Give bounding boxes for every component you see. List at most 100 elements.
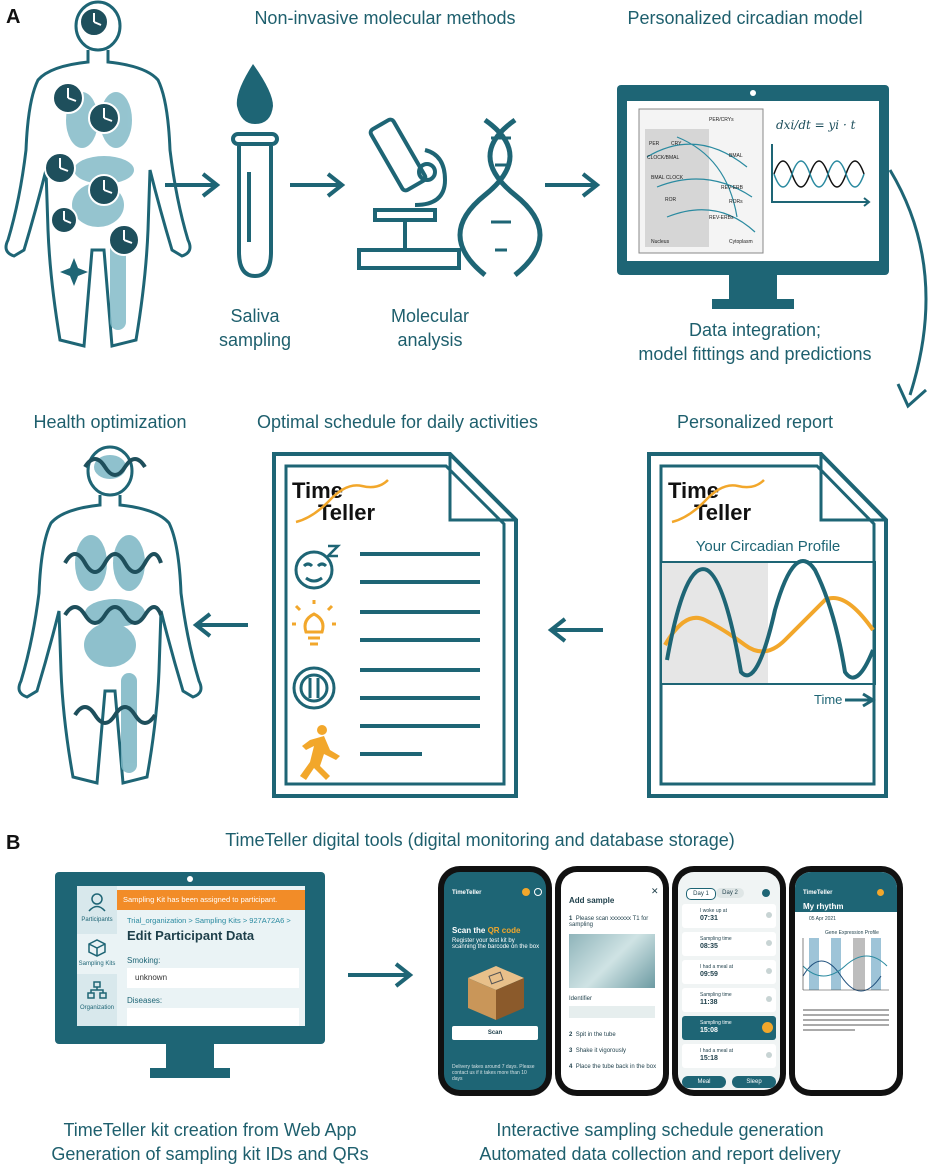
arrow-right-icon [545,172,601,198]
node-cry: CRY [671,141,682,147]
time-axis-label: Time [814,692,843,707]
molecular-label: Molecular analysis [390,306,470,350]
phones-caption: Interactive sampling schedule generation… [479,1120,841,1164]
profile-title: Your Circadian Profile [695,538,841,555]
schedule-row-time: 15:18 [700,1055,718,1062]
node-percrys: PER/CRYs [709,117,734,123]
node-cytoplasm: Cytoplasm [729,239,753,245]
help-icon[interactable] [762,889,770,897]
diseases-label: Diseases: [127,996,163,1005]
schedule-row-label: Sampling time [700,992,732,998]
arrow-right-icon [165,172,221,198]
curved-arrow-icon [888,169,928,409]
model-equation: dxi/dt = yi · t [776,118,856,132]
circadian-network-diagram: PER CRY PER/CRYs CLOCK/BMAL BMAL CLOCK R… [638,108,764,254]
phone2-title: Add sample [569,896,615,905]
webapp-monitor: Participants Sampling Kits Organization … [55,872,325,1044]
smoking-input[interactable]: unknown [127,968,299,988]
health-title: Health optimization [33,412,187,432]
phone-add-sample: Add sample ✕ 1 Please scan xxxxxxx T1 fo… [555,866,669,1096]
webapp-banner: Sampling Kit has been assigned to partic… [117,890,305,910]
chart-title: Gene Expression Profile [825,930,879,936]
sleep-button[interactable]: Sleep [732,1076,776,1088]
edit-icon[interactable] [766,1052,772,1058]
node-reverb: REV-ERB [721,185,744,191]
profile-icon[interactable] [534,888,542,896]
node-nucleus: Nucleus [651,239,670,245]
schedule-row-time: 11:38 [700,999,718,1006]
identifier-input[interactable] [569,1006,655,1018]
node-ror: ROR [665,197,677,203]
schedule-logo-time: Time [292,478,343,503]
schedule-row-time: 07:31 [700,915,718,922]
webapp-caption: TimeTeller kit creation from Web App Gen… [51,1120,369,1164]
schedule-row-label: I had a meal at [700,964,734,970]
report-document [647,452,888,798]
meal-button[interactable]: Meal [682,1076,726,1088]
arrow-right-icon [290,172,346,198]
nav-organization[interactable]: Organization [77,978,117,1018]
close-icon[interactable]: ✕ [651,886,659,896]
webapp-heading: Edit Participant Data [127,928,255,943]
webapp-screen: Participants Sampling Kits Organization … [77,886,305,1026]
edit-icon[interactable] [766,912,772,918]
phone2-step4: 4 Place the tube back in the box [569,1064,657,1070]
schedule-row-label: I woke up at [700,908,727,914]
tab-day2[interactable]: Day 2 [716,888,744,898]
phone2-step3: 3 Shake it vigorously [569,1048,627,1054]
sine-waves-plot [771,144,871,207]
schedule-title: Optimal schedule for daily activities [256,412,539,432]
report-title: Personalized report [676,412,834,432]
node-clockbmal: CLOCK/BMAL [647,155,679,161]
saliva-label: Saliva sampling [218,306,292,350]
nav-participants[interactable]: Participants [77,890,117,930]
edit-icon[interactable] [766,940,772,946]
phone1-subtitle: Register your test kit by scanning the b… [452,938,540,950]
edit-icon[interactable] [766,996,772,1002]
phone1-footer: Delivery takes around 7 days. Please con… [452,1064,535,1082]
diseases-input[interactable] [127,1008,299,1026]
schedule-row-label: Sampling time [700,936,732,942]
box-icon [88,939,106,957]
node-per: PER [649,141,660,147]
phone2-step2: 2 Spit in the tube [569,1032,616,1038]
phone4-app-name: TimeTeller [803,890,833,896]
logo-wave-icon [295,479,389,524]
user-icon [88,893,106,912]
integration-label: Data integration; model fittings and pre… [638,320,872,364]
edit-icon[interactable] [766,968,772,974]
schedule-document [272,452,518,798]
model-title: Personalized circadian model [627,8,863,28]
help-icon[interactable] [877,889,884,896]
phone1-app-name: TimeTeller [452,890,482,896]
webapp-sidebar: Participants Sampling Kits Organization [77,886,117,1026]
arrow-left-icon [192,612,248,638]
phone-scan-qr: TimeTeller Scan the QR code Register you… [438,866,552,1096]
webapp-breadcrumb[interactable]: Trial_organization > Sampling Kits > 927… [127,916,291,925]
tab-day1[interactable]: Day 1 [686,888,716,900]
panel-a-letter: A [6,6,21,28]
phone2-step1: 1 Please scan xxxxxxx T1 for sampling [569,916,649,928]
phone4-title: My rhythm [803,902,844,911]
schedule-row-time: 09:59 [700,971,718,978]
nav-sampling-kits[interactable]: Sampling Kits [77,934,117,974]
edit-icon[interactable] [762,1022,773,1033]
report-logo-time: Time [668,478,719,503]
help-icon[interactable] [522,888,530,896]
schedule-row-time: 08:35 [700,943,718,950]
box-3d-icon [468,966,524,1020]
report-text-lines [803,1006,889,1034]
node-bmalclock: BMAL CLOCK [651,175,684,181]
org-chart-icon [87,981,107,999]
phone1-title: Scan the QR code [452,926,521,935]
scan-button[interactable]: Scan [452,1026,538,1040]
schedule-row-label: I had a meal at [700,1048,734,1054]
saliva-tube-icon [231,64,279,279]
